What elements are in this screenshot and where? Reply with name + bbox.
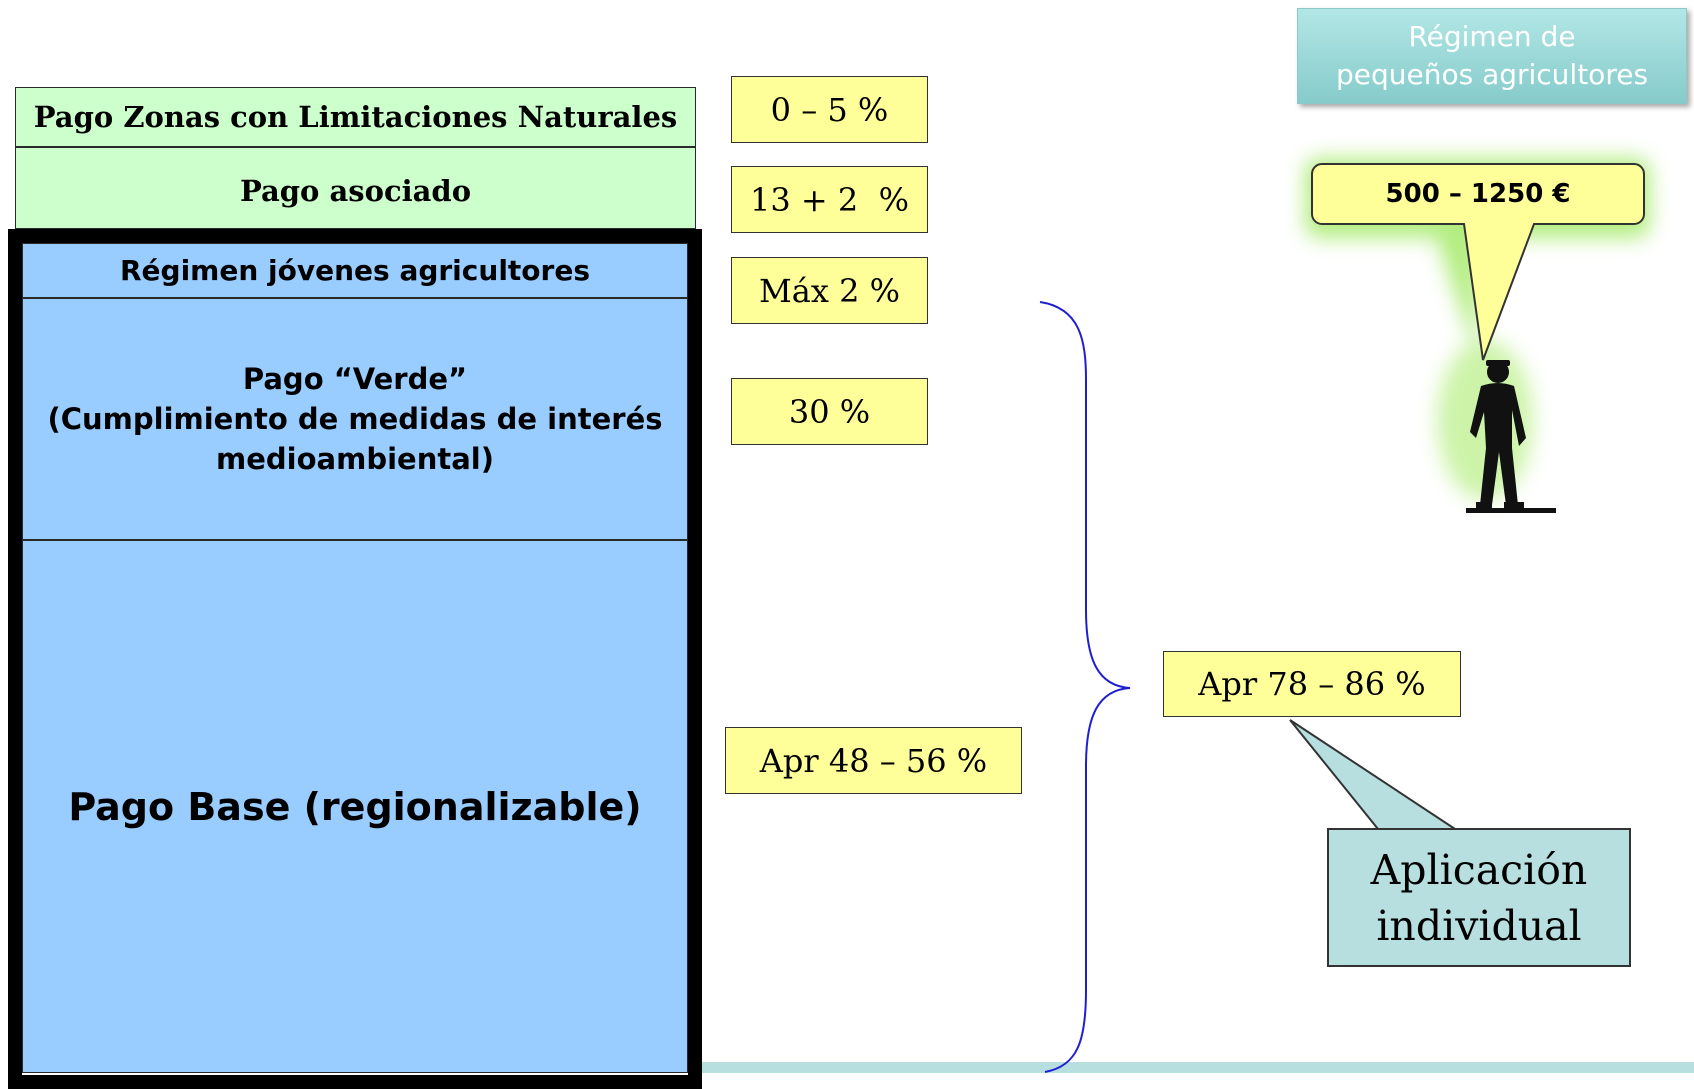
direct-payments-frame [8,229,702,1089]
pct-jovenes: Máx 2 % [731,257,928,324]
pct-jovenes-label: Máx 2 % [759,271,900,310]
application-line2: individual [1376,901,1582,950]
pct-zonas: 0 – 5 % [731,76,928,143]
amount-callout-bubble [1311,163,1645,361]
block-pago-verde: Pago “Verde” (Cumplimiento de medidas de… [22,298,688,540]
pct-zonas-label: 0 – 5 % [770,90,889,129]
block-verde-line1: Pago “Verde” [242,362,468,396]
small-farmers-title-line2: pequeños agricultores [1335,58,1649,91]
block-verde-line3: medioambiental) [216,442,494,476]
block-pago-asociado: Pago asociado [15,147,696,229]
application-callout: Aplicación individual [1328,829,1630,966]
pct-combined-label: Apr 78 – 86 % [1198,665,1426,703]
block-zonas-label: Pago Zonas con Limitaciones Naturales [33,100,678,134]
grouping-brace [1039,301,1131,1073]
pct-asociado: 13 + 2 % [731,166,928,233]
small-farmers-amount-label: 500 – 1250 € [1385,179,1571,209]
pct-base: Apr 48 – 56 % [725,727,1022,794]
block-pago-base: Pago Base (regionalizable) [22,540,688,1073]
block-jovenes-agricultores: Régimen jóvenes agricultores [22,243,688,298]
farmer-icon [1466,360,1556,513]
pct-combined: Apr 78 – 86 % [1163,651,1461,717]
block-zonas-limitaciones: Pago Zonas con Limitaciones Naturales [15,87,696,147]
pct-verde: 30 % [731,378,928,445]
small-farmers-amount: 500 – 1250 € [1312,164,1644,224]
block-jovenes-label: Régimen jóvenes agricultores [119,254,590,287]
small-farmers-title-line1: Régimen de [1408,20,1576,53]
block-verde-line2: (Cumplimiento de medidas de interés [47,402,663,436]
pct-verde-label: 30 % [788,392,871,431]
application-line1: Aplicación [1370,845,1588,894]
pct-base-label: Apr 48 – 56 % [759,741,988,780]
small-farmers-title: Régimen de pequeños agricultores [1297,8,1687,104]
block-asociado-label: Pago asociado [239,174,472,208]
pct-asociado-label: 13 + 2 % [750,180,909,219]
application-callout-bubble [1289,719,1631,967]
block-base-label: Pago Base (regionalizable) [68,784,642,829]
bottom-strip [700,1062,1694,1073]
